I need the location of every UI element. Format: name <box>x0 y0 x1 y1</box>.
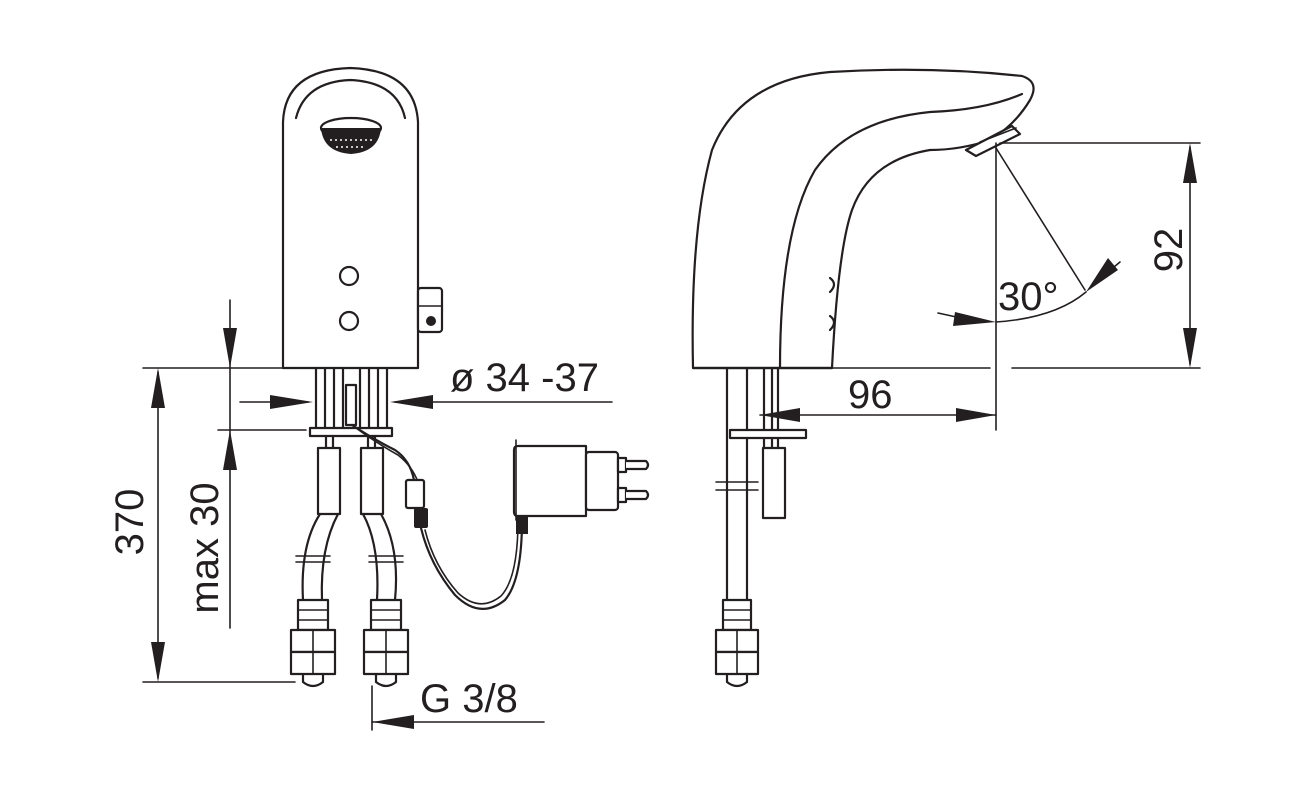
dimension-diameter: ø 34 -37 <box>450 356 599 400</box>
aerator-icon <box>319 116 383 154</box>
dimension-spout-height: 92 <box>1147 228 1191 273</box>
power-cable <box>350 423 524 610</box>
dimension-max-deck: max 30 <box>183 482 227 613</box>
side-knob-icon <box>416 286 444 334</box>
left-connector-nut-icon <box>289 598 337 688</box>
side-sensor-hole-lower-icon <box>828 314 836 332</box>
right-hose <box>359 434 404 602</box>
side-connector-nut-icon <box>714 598 760 688</box>
front-faucet-top-curve <box>294 78 407 120</box>
sensor-window-upper-icon <box>338 265 360 287</box>
front-faucet-body <box>281 66 420 370</box>
front-view <box>281 66 650 688</box>
sensor-window-lower-icon <box>338 310 360 332</box>
dimension-spout-reach: 96 <box>848 373 893 417</box>
right-connector-nut-icon <box>362 598 410 688</box>
dimension-connection: G 3/8 <box>420 677 518 721</box>
side-sensor-tip-icon <box>964 124 1022 158</box>
left-hose <box>295 434 342 602</box>
power-adapter-icon <box>512 439 650 534</box>
side-threaded-rods <box>761 366 787 520</box>
dimension-sensor-angle: 30° <box>998 275 1059 319</box>
side-sensor-hole-upper-icon <box>828 276 836 294</box>
front-dimensions <box>142 299 613 731</box>
front-mounting-plate <box>308 426 394 438</box>
side-supply-pipe <box>715 366 759 602</box>
side-mounting-plate <box>728 428 808 440</box>
side-spout-body <box>691 68 1035 370</box>
dimension-total-height: 370 <box>108 489 152 556</box>
front-hose-stubs <box>314 366 389 432</box>
side-dimensions <box>759 142 1201 431</box>
side-spout-inner-line <box>778 92 1024 370</box>
side-view <box>691 68 1035 688</box>
